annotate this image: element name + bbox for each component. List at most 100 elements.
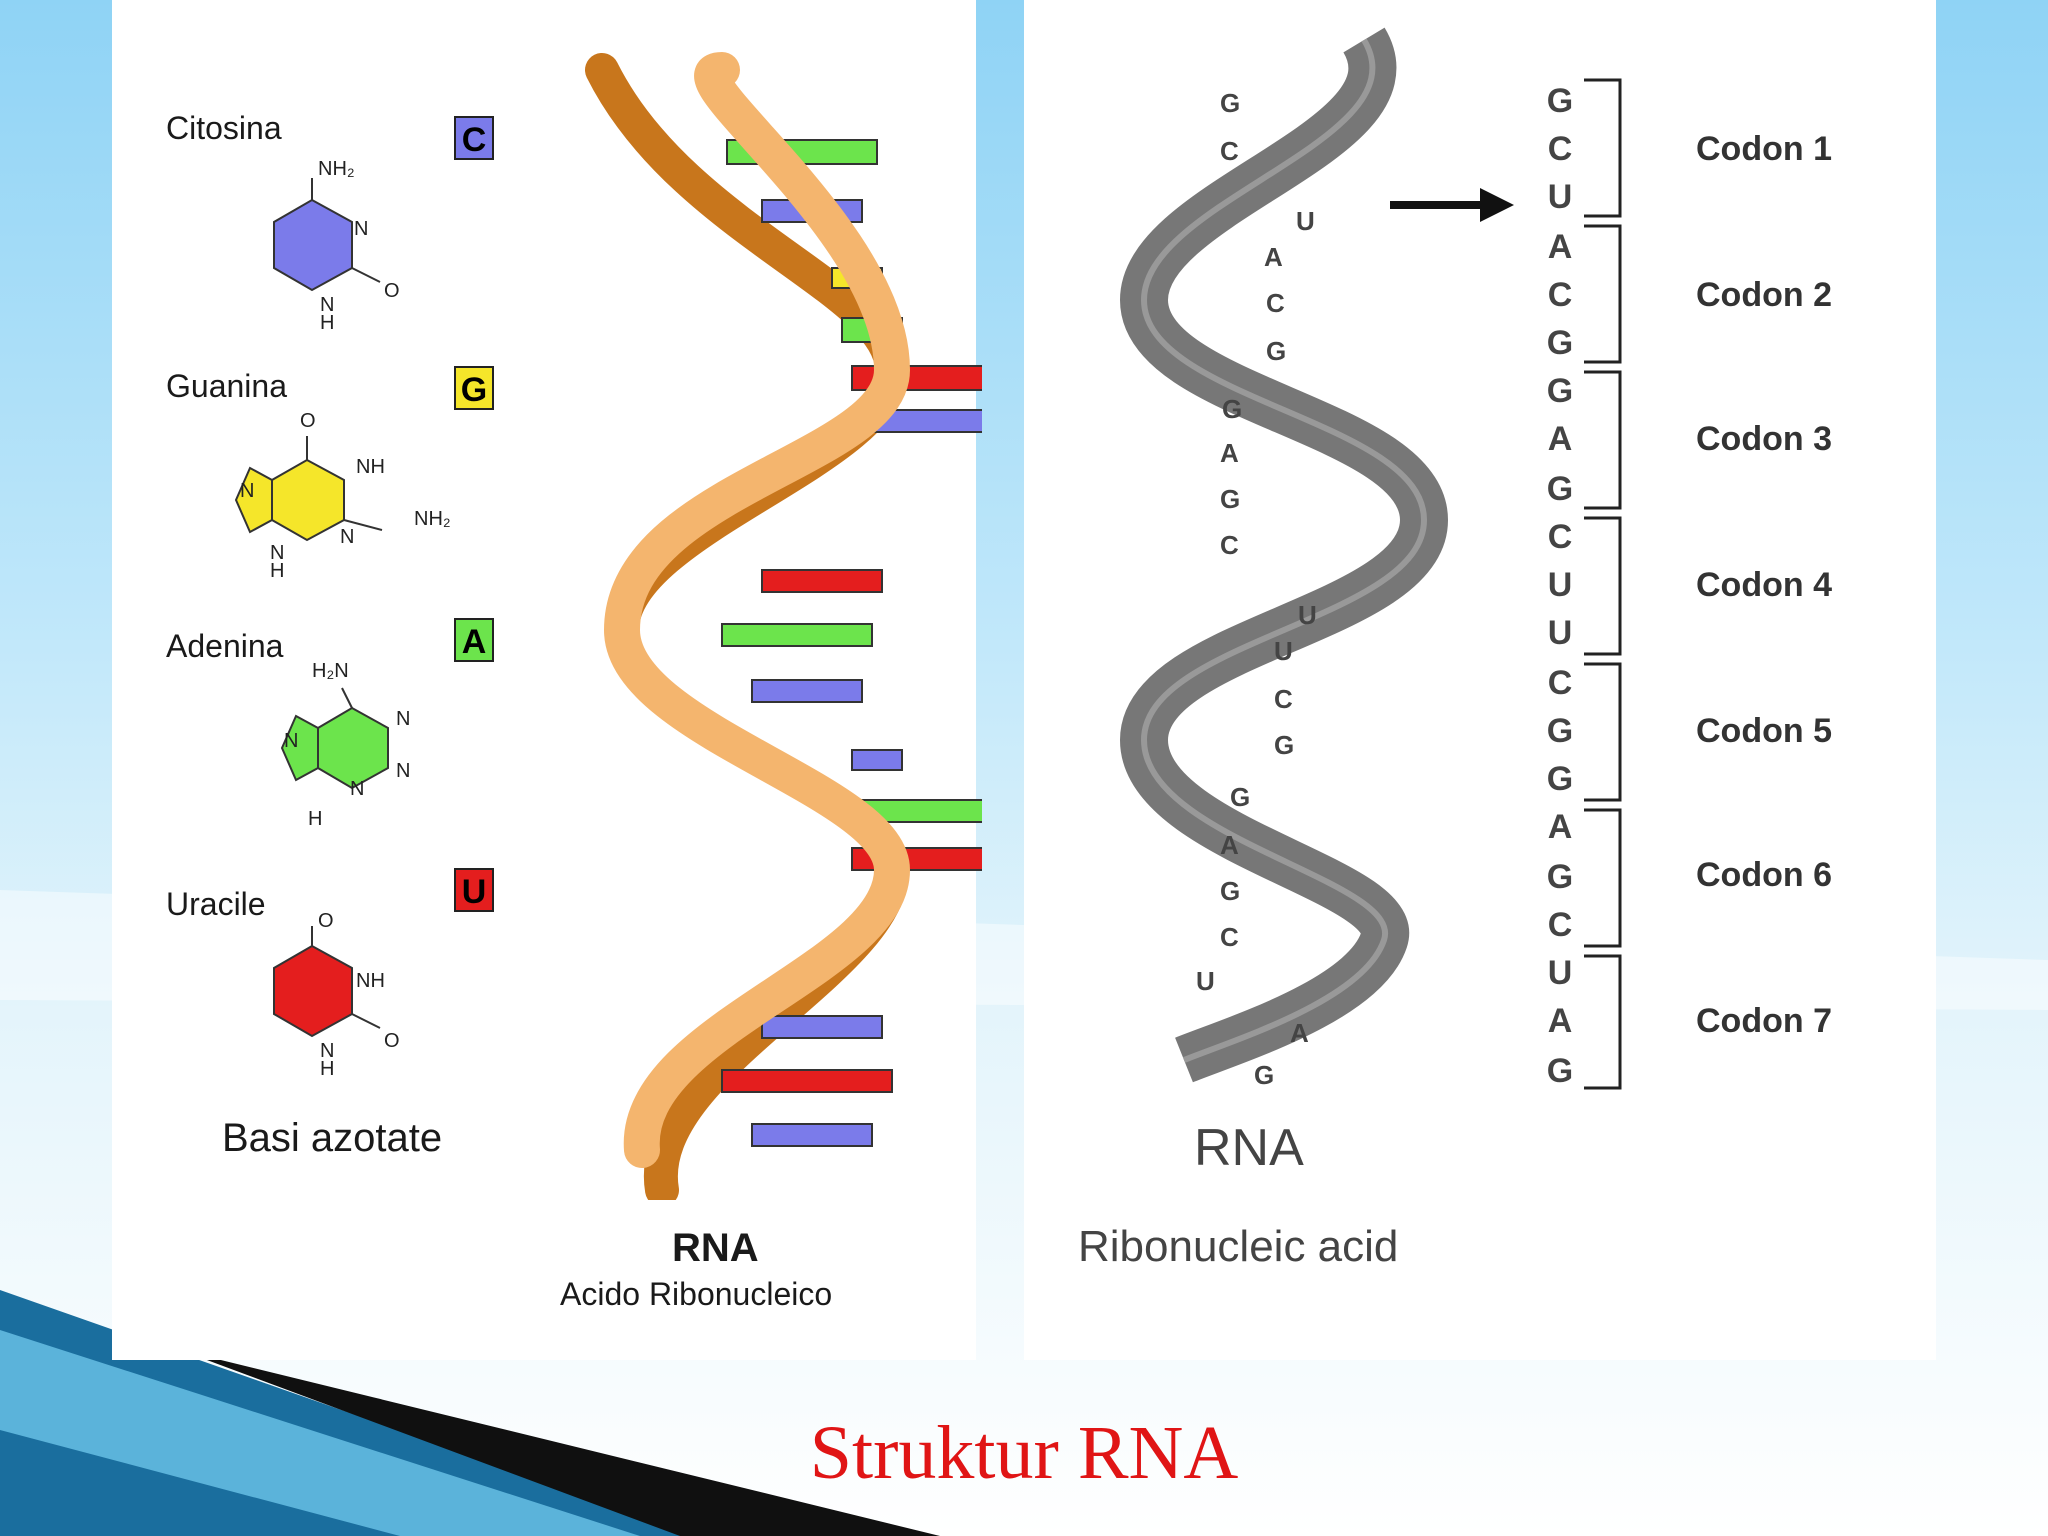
helix-base-letter: G — [1220, 876, 1241, 906]
sequence-letter: G — [1546, 858, 1574, 896]
rna-title-left: RNA — [672, 1226, 759, 1270]
codon-bracket — [1584, 516, 1622, 656]
cytosine-chem-label: O — [384, 280, 400, 302]
sequence-letter: C — [1547, 518, 1573, 556]
helix-base-letter: A — [1290, 1018, 1309, 1048]
base-letter-guanine: G — [454, 366, 494, 410]
uracil-chem-label: O — [384, 1030, 400, 1052]
adenine-structure-icon — [280, 687, 389, 790]
basi-azotate-caption: Basi azotate — [222, 1116, 443, 1160]
ribonucleic-acid-caption: Ribonucleic acid — [1078, 1222, 1399, 1271]
sequence-letter: U — [1547, 566, 1573, 604]
codon-bracket — [1584, 78, 1622, 218]
rna-subtitle-left: Acido Ribonucleico — [560, 1276, 833, 1312]
sequence-letter: G — [1546, 372, 1574, 410]
sequence-letter: G — [1546, 324, 1574, 362]
sequence-letter: A — [1547, 420, 1573, 458]
helix-base-letter: G — [1220, 484, 1241, 514]
sequence-letter: C — [1547, 276, 1573, 314]
helix-rung-cytosine — [851, 749, 903, 771]
guanine-chem-label: N — [270, 542, 285, 564]
cytosine-chem-label: N — [320, 294, 335, 316]
helix-base-letter: U — [1296, 206, 1315, 236]
cytosine-chem-label: N — [354, 218, 369, 240]
helix-base-letter: U — [1298, 600, 1317, 630]
helix-base-letter: A — [1264, 242, 1283, 272]
helix-base-letter: G — [1222, 394, 1243, 424]
sequence-letter: G — [1546, 82, 1574, 120]
uracil-chem-label: NH — [356, 970, 385, 992]
guanine-chem-label: N — [240, 480, 255, 502]
helix-rung-cytosine — [751, 1123, 873, 1147]
helix-base-letter: G — [1274, 730, 1295, 760]
adenine-chem-label: H₂N — [312, 660, 349, 682]
base-letter-uracil: U — [454, 868, 494, 912]
left-diagram-panel: Citosina C NH₂ N O N H Guanina G O NH NH… — [112, 0, 982, 1360]
codon-bracket — [1584, 370, 1622, 510]
adenine-chem-label: N — [350, 778, 365, 800]
helix-base-letter: U — [1196, 966, 1215, 996]
background-dark-wedge — [180, 1350, 940, 1536]
uracil-chem-label: O — [318, 910, 334, 932]
sequence-letter: U — [1547, 178, 1573, 216]
base-name-adenine: Adenina — [166, 628, 284, 664]
helix-base-letter: C — [1266, 288, 1285, 318]
codon-label: Codon 5 — [1696, 712, 1832, 750]
sequence-letter: U — [1547, 614, 1573, 652]
codon-label: Codon 2 — [1696, 276, 1832, 314]
helix-rung-cytosine — [751, 679, 863, 703]
sequence-letter: A — [1547, 228, 1573, 266]
codon-bracket — [1584, 224, 1622, 364]
helix-base-letter: C — [1274, 684, 1293, 714]
base-name-cytosine: Citosina — [166, 110, 282, 146]
uracil-structure-icon — [273, 926, 381, 1038]
sequence-letter: G — [1546, 1052, 1574, 1090]
helix-base-letter: G — [1230, 782, 1251, 812]
cytosine-chem-label: H — [320, 312, 335, 334]
codon-label: Codon 7 — [1696, 1002, 1832, 1040]
codon-label: Codon 4 — [1696, 566, 1832, 604]
helix-base-letter: G — [1220, 88, 1241, 118]
rna-strand-backbone — [1119, 27, 1449, 1083]
right-diagram-panel: G C U A C G G A G C U U C G G A G C U A … — [1024, 0, 1936, 1360]
guanine-chem-label: H — [270, 560, 285, 582]
base-letter-cytosine: C — [454, 116, 494, 160]
rna-title-right: RNA — [1194, 1119, 1304, 1177]
helix-base-letter: G — [1254, 1060, 1275, 1090]
sequence-letter: U — [1547, 954, 1573, 992]
codon-brackets — [1584, 78, 1622, 1090]
sequence-letter: G — [1546, 760, 1574, 798]
sequence-letter: G — [1546, 712, 1574, 750]
guanine-chem-label: O — [300, 410, 316, 432]
sequence-letter: C — [1547, 130, 1573, 168]
adenine-chem-label: N — [396, 708, 411, 730]
adenine-chem-label: N — [284, 730, 299, 752]
cytosine-structure-icon — [273, 178, 381, 292]
helix-base-letter: C — [1220, 922, 1239, 952]
helix-backbone-front — [603, 52, 911, 1168]
helix-base-letter: C — [1220, 530, 1239, 560]
helix-base-letter: A — [1220, 830, 1239, 860]
helix-rung-uracil — [761, 569, 883, 593]
uracil-chem-label: H — [320, 1058, 335, 1080]
helix-rung-adenine — [721, 623, 873, 647]
guanine-chem-label: NH₂ — [414, 508, 451, 530]
arrow-right-icon — [1390, 188, 1514, 222]
rna-helix-ribbon — [585, 52, 982, 1200]
helix-base-letter: U — [1274, 636, 1293, 666]
slide-title: Struktur RNA — [809, 1411, 1239, 1495]
codon-label: Codon 3 — [1696, 420, 1832, 458]
codon-bracket — [1584, 808, 1622, 948]
guanine-chem-label: N — [340, 526, 355, 548]
adenine-chem-label: H — [308, 808, 323, 830]
base-letter-adenine: A — [454, 618, 494, 662]
sequence-letter: G — [1546, 470, 1574, 508]
adenine-chem-label: N — [396, 760, 411, 782]
sequence-letter: A — [1547, 1002, 1573, 1040]
cytosine-chem-label: NH₂ — [318, 158, 355, 180]
background-light-wedge — [0, 1330, 640, 1536]
sequence-letter: C — [1547, 664, 1573, 702]
helix-base-letter: C — [1220, 136, 1239, 166]
codon-bracket — [1584, 954, 1622, 1090]
helix-base-letter: A — [1220, 438, 1239, 468]
